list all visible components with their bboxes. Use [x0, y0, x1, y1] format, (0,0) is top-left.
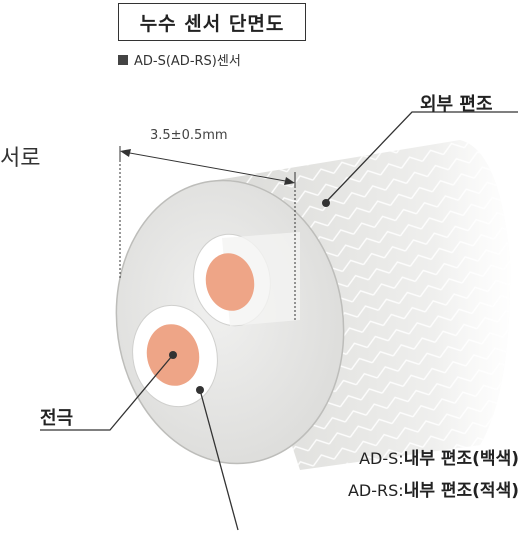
electrode-leader — [40, 355, 173, 431]
diagram-title: 누수 센서 단면도 — [118, 3, 306, 41]
inner-braid-desc-ad-rs: 내부 편조(적색) — [403, 481, 519, 501]
inner-braid-model-ad-rs: AD-RS: — [347, 481, 404, 500]
upper-electrode-core — [205, 253, 255, 311]
dimension-arrow-right — [284, 177, 295, 185]
outer-braid-marker — [322, 199, 330, 207]
bullet-square — [118, 54, 128, 65]
inner-braid-leader — [199, 389, 239, 531]
dimension-label: 3.5±0.5mm — [150, 128, 228, 143]
diagram-subtitle: AD-S(AD-RS)센서 — [118, 50, 241, 69]
dimension-line — [123, 151, 292, 183]
electrode-marker — [169, 351, 177, 359]
inner-braid-label-ad-s: AD-S:내부 편조(백색) — [359, 444, 519, 469]
inner-braid-marker — [196, 386, 204, 394]
side-label: 서로 — [0, 146, 41, 171]
inner-braid-desc-ad-s: 내부 편조(백색) — [403, 449, 519, 469]
electrode-label: 전극 — [40, 408, 74, 429]
inner-braid-label-ad-rs: AD-RS:내부 편조(적색) — [348, 476, 519, 501]
subtitle-text: AD-S(AD-RS)센서 — [134, 54, 241, 69]
inner-braid-model-ad-s: AD-S: — [359, 449, 404, 468]
outer-braid-leader — [325, 111, 518, 203]
dimension-arrow-left — [120, 149, 131, 157]
outer-braid-label: 외부 편조 — [420, 94, 493, 115]
